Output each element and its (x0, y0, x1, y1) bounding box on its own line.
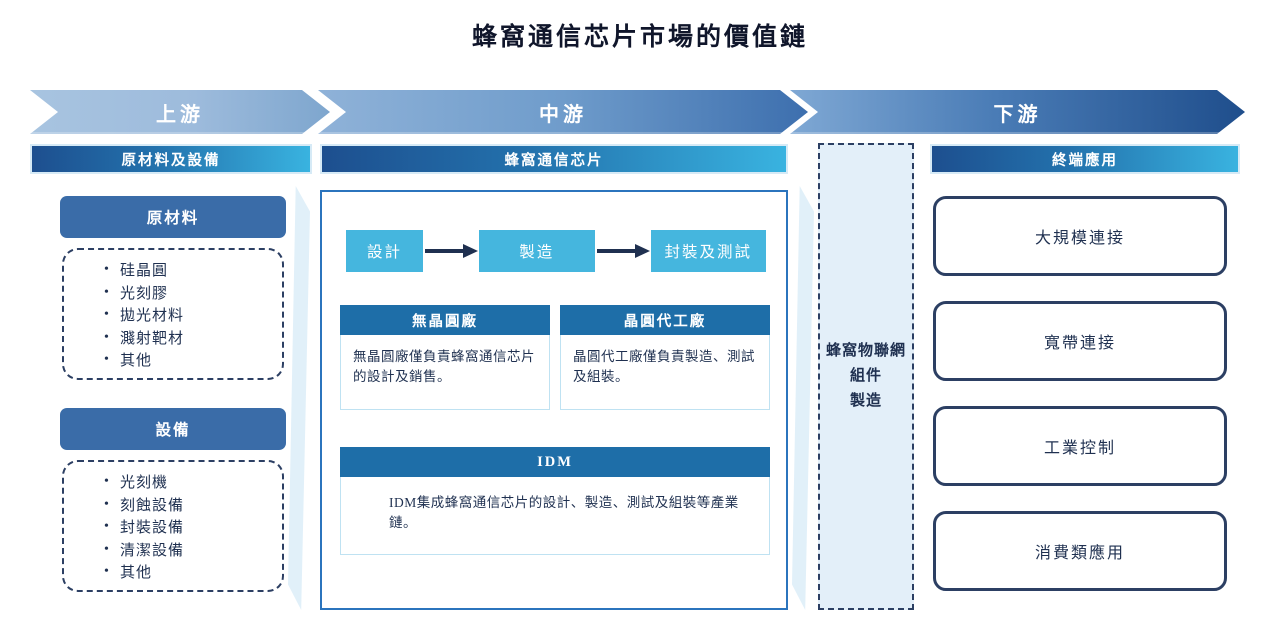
flow-step-packaging-testing: 封裝及測試 (650, 230, 766, 272)
panel-fabless: 無晶圓廠 無晶圓廠僅負責蜂窩通信芯片的設計及銷售。 (340, 305, 550, 410)
stage-banner-downstream: 下游 (790, 90, 1245, 134)
panel-title-foundry: 晶圓代工廠 (560, 305, 770, 335)
process-flow: 設計 製造 封裝及測試 (346, 230, 766, 272)
section-header-midstream: 蜂窩通信芯片 (320, 144, 788, 174)
group-list-equipment: 光刻機 刻蝕設備 封裝設備 清潔設備 其他 (62, 460, 284, 592)
iot-module-column: 蜂窩物聯網 組件 製造 (818, 143, 914, 610)
list-item: 其他 (104, 561, 282, 585)
application-box-consumer-applications: 消費類應用 (933, 511, 1227, 591)
panel-body-fabless: 無晶圓廠僅負責蜂窩通信芯片的設計及銷售。 (340, 335, 550, 410)
iot-module-label: 蜂窩物聯網 組件 製造 (825, 343, 906, 409)
panel-body-foundry: 晶圓代工廠僅負責製造、測試及組裝。 (560, 335, 770, 410)
panel-idm: IDM IDM集成蜂窩通信芯片的設計、製造、測試及組裝等產業鏈。 (340, 447, 770, 555)
list-item: 光刻膠 (104, 282, 282, 306)
list-item: 清潔設備 (104, 539, 282, 563)
stage-label-upstream: 上游 (156, 103, 204, 126)
stage-banner-upstream: 上游 (30, 90, 330, 134)
panel-title-idm: IDM (340, 447, 770, 477)
list-item: 封裝設備 (104, 516, 282, 540)
separator-wedge-midstream-downstream (792, 186, 814, 610)
page-title: 蜂窩通信芯片市場的價值鏈 (471, 24, 808, 51)
list-item: 刻蝕設備 (104, 494, 282, 518)
application-box-massive-connectivity: 大規模連接 (933, 196, 1227, 276)
section-header-upstream: 原材料及設備 (30, 144, 312, 174)
list-item: 光刻機 (104, 471, 282, 495)
application-box-broadband-connectivity: 寬帶連接 (933, 301, 1227, 381)
stage-banner-midstream: 中游 (318, 90, 808, 134)
group-list-raw-materials: 硅晶圓 光刻膠 拋光材料 濺射靶材 其他 (62, 248, 284, 380)
stage-label-midstream: 中游 (539, 103, 587, 126)
list-item: 硅晶圓 (104, 259, 282, 283)
group-title-raw-materials: 原材料 (60, 196, 286, 238)
arrow-right-icon (595, 243, 651, 259)
panel-body-idm: IDM集成蜂窩通信芯片的設計、製造、測試及組裝等產業鏈。 (340, 477, 770, 555)
application-box-industrial-control: 工業控制 (933, 406, 1227, 486)
stage-label-downstream: 下游 (993, 103, 1042, 126)
arrow-right-icon (423, 243, 479, 259)
list-item: 濺射靶材 (104, 327, 282, 351)
panel-title-fabless: 無晶圓廠 (340, 305, 550, 335)
list-item: 其他 (104, 349, 282, 373)
section-header-downstream: 終端應用 (930, 144, 1240, 174)
separator-wedge-upstream-midstream (288, 186, 310, 610)
flow-step-design: 設計 (346, 230, 423, 272)
list-item: 拋光材料 (104, 304, 282, 328)
group-title-equipment: 設備 (60, 408, 286, 450)
panel-foundry: 晶圓代工廠 晶圓代工廠僅負責製造、測試及組裝。 (560, 305, 770, 410)
flow-step-manufacturing: 製造 (479, 230, 595, 272)
midstream-panel: 設計 製造 封裝及測試 無晶圓廠 無晶圓廠僅負責蜂窩通信芯片的設計及銷售。 晶圓… (320, 190, 788, 610)
